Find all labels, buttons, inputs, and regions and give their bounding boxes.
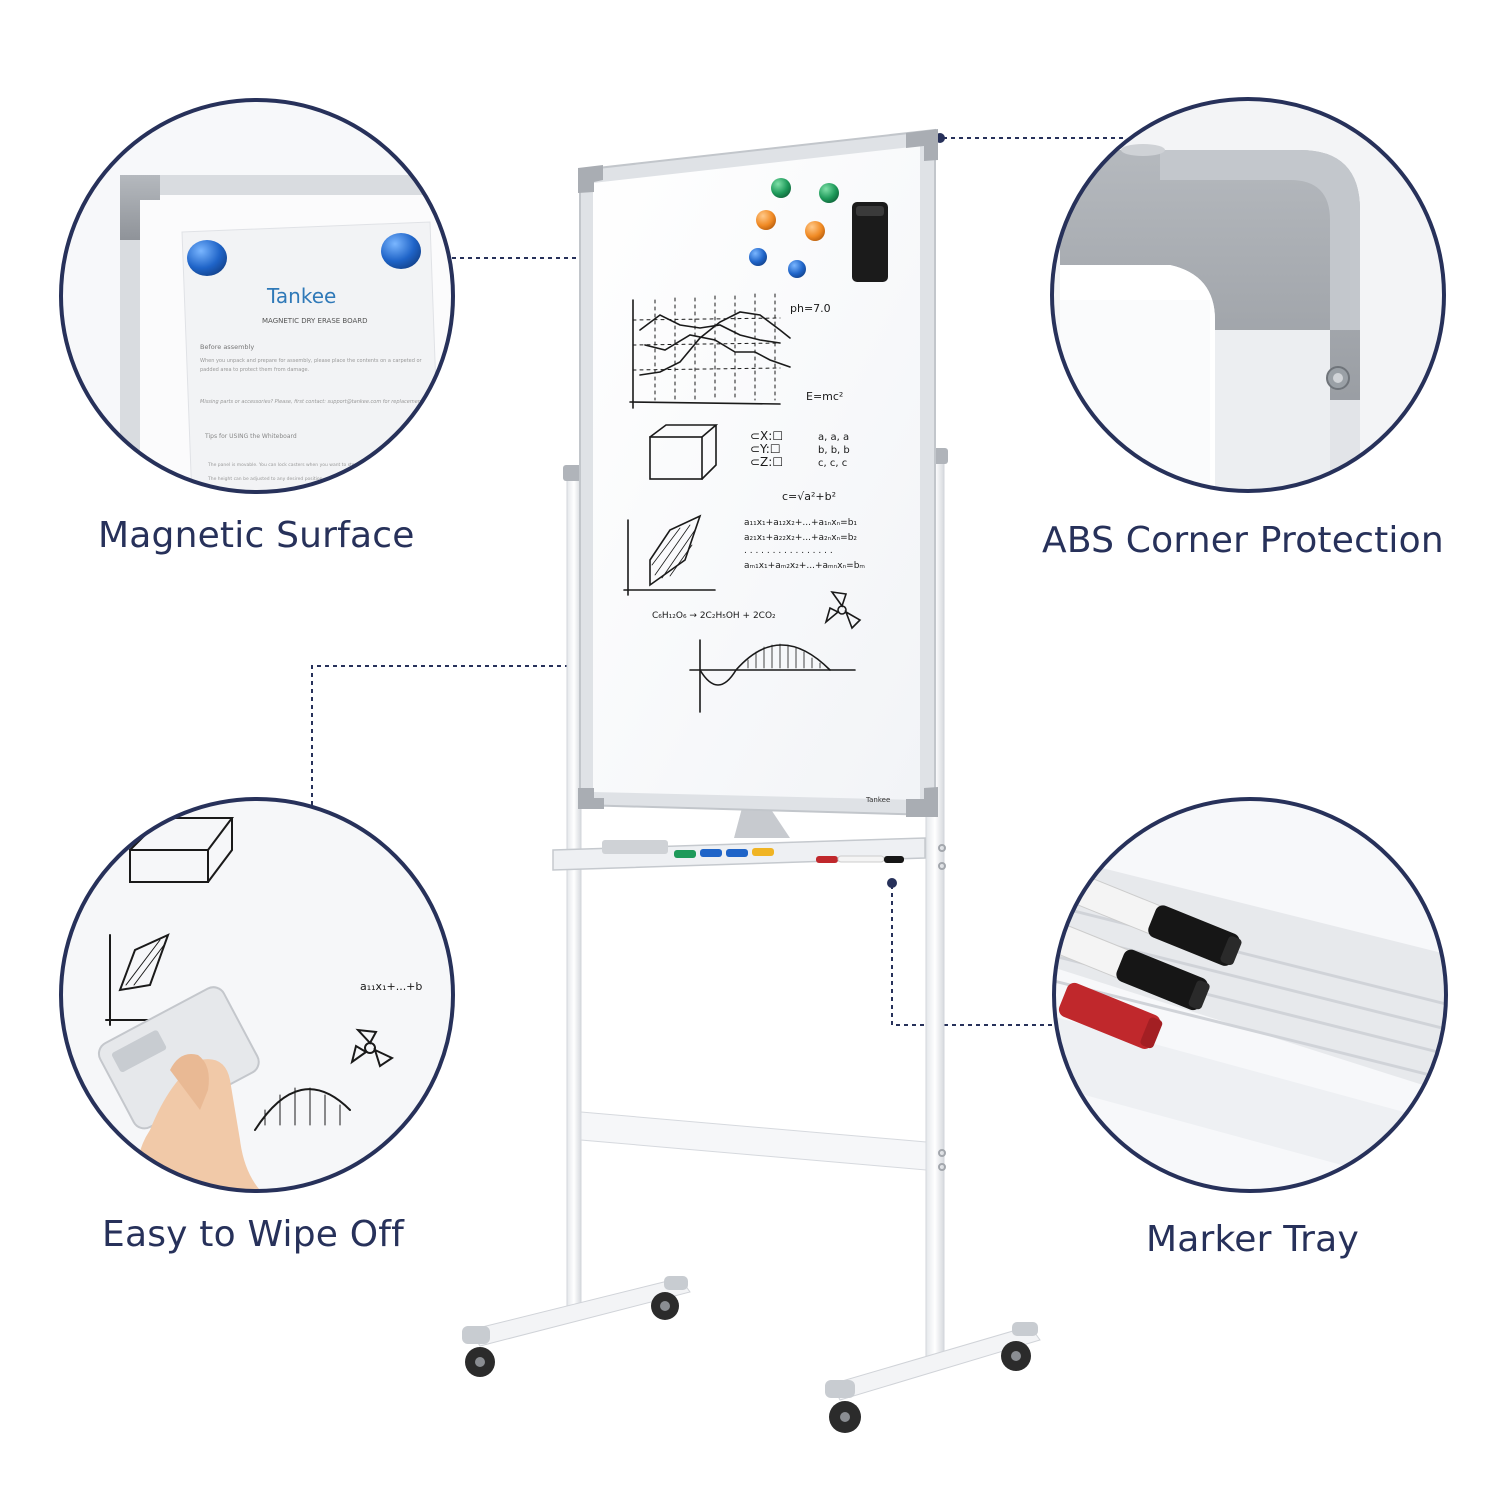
magnetic-detail-tip-2: The height can be adjusted to any desire… (207, 476, 323, 482)
board-c-formula: c=√a²+b² (782, 490, 836, 503)
connector-wipe (311, 665, 650, 805)
svg-text:a, a, a: a, a, a (818, 432, 849, 443)
board-logo: Tankee (865, 796, 890, 804)
magnetic-detail-before: Before assembly (200, 343, 254, 351)
cross-bar (580, 1111, 927, 1171)
svg-text:⊂Z:☐: ⊂Z:☐ (750, 455, 783, 469)
marker-tray-detail (1052, 797, 1448, 1193)
svg-text:a₁₁x₁+a₁₂x₂+...+a₁ₙxₙ=b₁: a₁₁x₁+a₁₂x₂+...+a₁ₙxₙ=b₁ (744, 518, 857, 528)
board-bracket (734, 808, 790, 838)
board-eraser (852, 202, 888, 282)
board-emc: E=mc² (806, 390, 843, 403)
easy-wipe-detail: a₁₁x₁+...+b (59, 797, 455, 1193)
svg-text:b, b, b: b, b, b (818, 445, 850, 456)
svg-text:⊂Y:☐: ⊂Y:☐ (750, 442, 781, 456)
board-surface (593, 146, 920, 800)
abs-circle-border (1050, 97, 1446, 493)
magnetic-circle-border (59, 98, 455, 494)
svg-text:a₁₁x₁+...+b: a₁₁x₁+...+b (360, 980, 422, 993)
magnetic-detail-body-1: When you unpack and prepare for assembly… (200, 358, 423, 364)
board-sketches: ⊂X:☐ ⊂Y:☐ ⊂Z:☐ a, a, a b, b, b c, c, c (623, 293, 862, 713)
tray-circle-border (1052, 797, 1448, 1193)
caption-easy-to-wipe-off: Easy to Wipe Off (102, 1214, 405, 1255)
magnetic-surface-detail: Tankee MAGNETIC DRY ERASE BOARD Before a… (59, 98, 455, 494)
tray-eraser (602, 840, 668, 854)
caption-magnetic-surface: Magnetic Surface (98, 515, 415, 556)
left-upright (566, 469, 582, 1311)
svg-text:⊂X:☐: ⊂X:☐ (750, 429, 783, 443)
upright-holes (938, 844, 946, 1171)
connector-tray (891, 885, 1055, 1026)
magnetic-detail-tip-1: The panel is movable. You can lock caste… (207, 462, 362, 468)
caption-marker-tray: Marker Tray (1146, 1219, 1359, 1260)
abs-corner-detail (1050, 97, 1446, 493)
caption-abs-corner-protection: ABS Corner Protection (1042, 520, 1444, 561)
right-foot-cap-front (825, 1380, 855, 1398)
whiteboard-stand: Tankee ⊂X:☐ ⊂Y:☐ ⊂Z:☐ (462, 128, 1041, 1433)
caster-hubs (475, 1301, 1021, 1422)
left-foot-cap-front (462, 1326, 490, 1344)
board-chem: C₆H₁₂O₆ → 2C₂H₅OH + 2CO₂ (652, 611, 776, 621)
magnetic-detail-body-2: padded area to protect them from damage. (200, 367, 310, 373)
magnetic-detail-tips: Tips for USING the Whiteboard (204, 433, 297, 440)
svg-text:aₘ₁x₁+aₘ₂x₂+...+aₘₙxₙ=bₘ: aₘ₁x₁+aₘ₂x₂+...+aₘₙxₙ=bₘ (744, 561, 865, 571)
board-magnets (749, 178, 839, 278)
tray-red-marker (816, 856, 838, 863)
board-ph: ph=7.0 (790, 302, 831, 315)
board-corners (578, 129, 938, 817)
left-foot-cap-back (664, 1276, 688, 1290)
svg-text:a₂₁x₁+a₂₂x₂+...+a₂ₙxₙ=b₂: a₂₁x₁+a₂₂x₂+...+a₂ₙxₙ=b₂ (744, 533, 857, 543)
right-foot-cap-back (1012, 1322, 1038, 1336)
wipe-circle-border (59, 797, 455, 1193)
magnetic-detail-logo: Tankee (266, 284, 336, 308)
magnetic-detail-missing: Missing parts or accessories? Please, fi… (200, 399, 424, 405)
svg-text:c, c, c: c, c, c (818, 458, 847, 469)
magnetic-detail-sheet-title: MAGNETIC DRY ERASE BOARD (262, 317, 368, 325)
svg-text:. . . . . . . . . . . . . . .: . . . . . . . . . . . . . . . . (744, 546, 833, 556)
